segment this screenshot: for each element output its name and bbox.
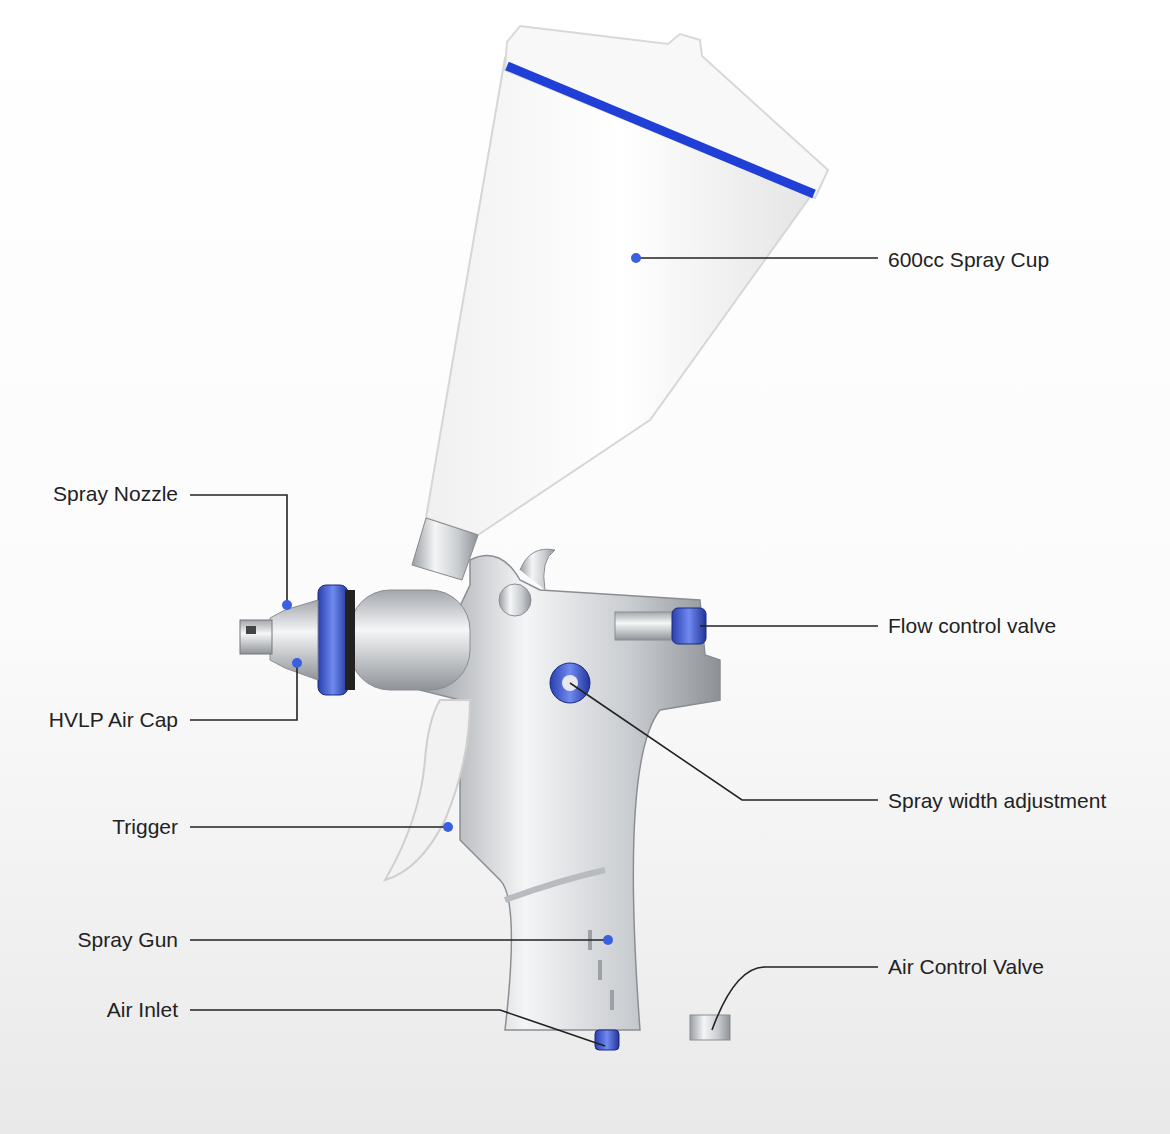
- part-label: Air Inlet: [107, 997, 178, 1023]
- part-label: Spray width adjustment: [888, 788, 1106, 814]
- part-label: HVLP Air Cap: [49, 707, 178, 733]
- part-label: Trigger: [112, 814, 178, 840]
- part-label: Spray Gun: [78, 927, 178, 953]
- leader-lines: [190, 258, 878, 1046]
- spray-cup: [412, 26, 828, 580]
- part-label: Flow control valve: [888, 613, 1056, 639]
- part-label: Spray Nozzle: [53, 481, 178, 507]
- leader-dots: [282, 253, 641, 945]
- part-label: 600cc Spray Cup: [888, 247, 1049, 273]
- part-label: Air Control Valve: [888, 954, 1044, 980]
- gun-body: [240, 549, 730, 1050]
